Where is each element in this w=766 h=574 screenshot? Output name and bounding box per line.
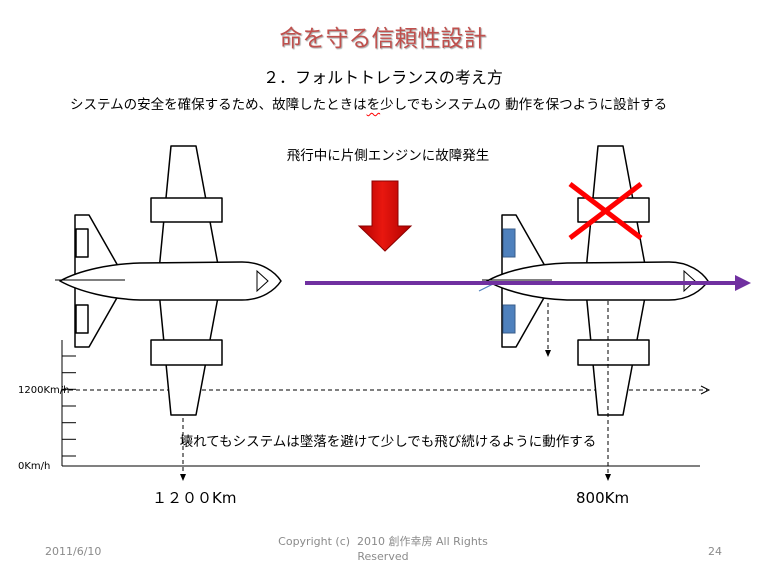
cockpit — [256, 269, 269, 293]
rudder-deflection-line — [478, 283, 494, 292]
fuselage — [59, 261, 282, 301]
distance-marker-arrowhead — [605, 474, 611, 481]
elevator-lower-compensating — [502, 304, 516, 334]
distance-marker-arrowhead — [180, 474, 186, 481]
failure-event-label: 飛行中に片側エンジンに故障発生 — [287, 148, 490, 164]
flight-path-arrow — [305, 275, 751, 291]
footer-date: 2011/6/10 — [45, 545, 102, 558]
airplane-failure — [482, 145, 709, 416]
description-spellcheck-marked: を — [366, 97, 381, 113]
speed-min-label: 0Km/h — [18, 461, 50, 472]
slide-subtitle: ２．フォルトトレランスの考え方 — [263, 68, 503, 87]
cross-stroke — [568, 182, 643, 240]
description-part: 少しでもシステムの 動作を保つように設計する — [380, 97, 668, 113]
distance-failure-label: 800Km — [576, 489, 629, 507]
speed-axis-ticks — [62, 355, 76, 457]
slide-description: システムの安全を確保するため、故障したときはを少しでもシステムの 動作を保つよう… — [70, 97, 667, 114]
distance-marker-normal — [180, 418, 186, 481]
distance-normal-label: １２００Km — [152, 489, 236, 507]
description-part: システムの安全を確保するため、故障したときは — [70, 97, 367, 113]
airplane-normal — [55, 145, 282, 416]
descent-arrowhead — [545, 350, 551, 357]
fault-down-arrow-icon — [357, 180, 413, 252]
continue-operation-label: 壊れてもシステムは墜落を避けて少しでも飛び続けるように動作する — [180, 434, 597, 450]
flight-path-arrowhead — [735, 275, 751, 291]
elevator-lower — [75, 304, 89, 334]
elevator-upper-compensating — [502, 228, 516, 258]
speed-max-label: 1200Km/h — [18, 385, 69, 396]
cruise-speed-arrowhead — [700, 385, 711, 395]
footer-copyright-line2: Reserved — [357, 550, 409, 563]
engine-upper — [150, 197, 223, 223]
elevator-upper — [75, 228, 89, 258]
engine-failure-cross-icon — [568, 182, 643, 240]
distance-marker-failure — [605, 301, 611, 481]
slide-title: 命を守る信頼性設計 — [279, 26, 487, 52]
footer-copyright-line1: Copyright (c) 2010 創作幸房 All Rights — [278, 535, 488, 548]
engine-lower — [577, 339, 650, 366]
engine-lower — [150, 339, 223, 366]
descent-arrow — [545, 303, 551, 357]
footer-page-number: 24 — [708, 545, 722, 558]
